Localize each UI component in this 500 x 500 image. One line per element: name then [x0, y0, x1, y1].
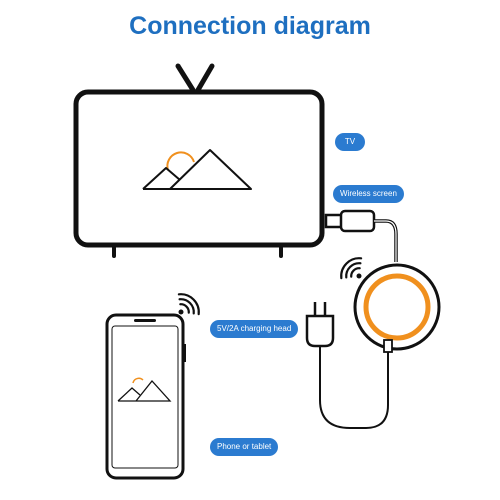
cable-icon: [319, 346, 389, 429]
wifi-signal-icon: [340, 257, 363, 280]
dongle-icon: [353, 263, 441, 351]
diagram-title: Connection diagram: [129, 12, 371, 40]
charger-plug-icon: [305, 302, 335, 348]
charging-head-label: 5V/2A charging head: [210, 320, 299, 338]
cable-icon: [374, 219, 398, 262]
tv-label: TV: [335, 133, 365, 151]
wireless-screen-label: Wireless screen: [333, 185, 404, 203]
phone-icon: [105, 313, 186, 480]
wifi-signal-icon: [177, 293, 200, 316]
mountain-image-icon: [142, 149, 252, 190]
tv-icon: [73, 63, 325, 258]
hdmi-plug-icon: [324, 209, 376, 233]
phone-tablet-label: Phone or tablet: [210, 438, 279, 456]
